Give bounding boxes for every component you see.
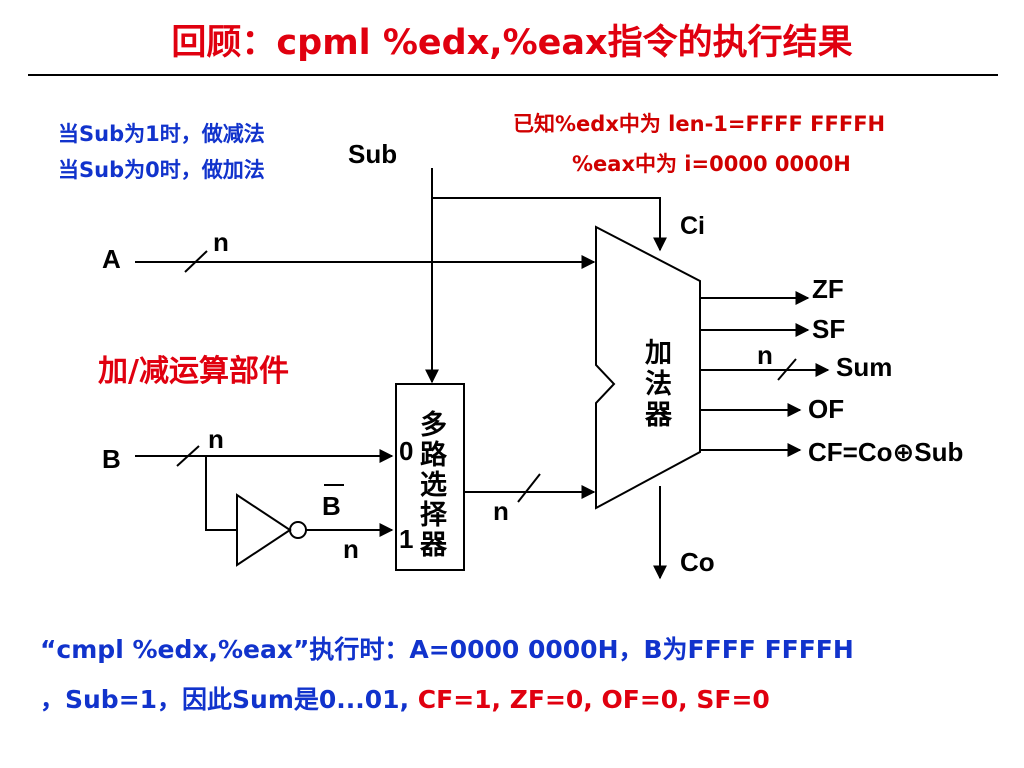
of-label: OF: [808, 394, 844, 424]
co-label: Co: [680, 547, 715, 577]
ci-wire: [432, 197, 667, 252]
slide-title: 回顾：cpml %edx,%eax指令的执行结果: [171, 23, 853, 63]
conclusion-result: ，Sub=1，因此Sum是0...01,: [40, 685, 418, 714]
adder-label: 加法器: [641, 338, 673, 431]
inverter: [236, 493, 292, 567]
mux-out-width-label: n: [493, 496, 509, 526]
conclusion-flags: CF=1, ZF=0, OF=0, SF=0: [417, 685, 770, 714]
cf-label: CF=Co⊕Sub: [808, 437, 963, 467]
b-label: B: [102, 444, 121, 474]
note-edx: 已知%edx中为 len-1=FFFF FFFFH: [513, 112, 886, 136]
conclusion-line-1: “cmpl %edx,%eax”执行时：A=0000 0000H，B为FFFF …: [40, 635, 854, 664]
sum-bus-slash: [777, 358, 797, 381]
b-width-label: n: [208, 424, 224, 454]
mux-bus-slash: [517, 473, 541, 503]
mux-input-0: 0: [399, 436, 413, 466]
sf-label: SF: [812, 314, 845, 344]
adder-block: [595, 225, 701, 510]
unit-label: 加/减运算部件: [98, 354, 289, 389]
inverter-bubble: [289, 521, 307, 539]
mux-input-1: 1: [399, 524, 413, 554]
note-sub-0: 当Sub为0时，做加法: [58, 158, 265, 182]
sum-label: Sum: [836, 352, 892, 382]
title-divider: [28, 74, 998, 76]
sub-label: Sub: [348, 139, 397, 169]
zf-label: ZF: [812, 274, 844, 304]
sum-width-label: n: [757, 340, 773, 370]
b-branch-wire: [205, 456, 237, 531]
note-eax: %eax中为 i=0000 0000H: [572, 152, 851, 176]
mux-label: 多路选择器: [416, 410, 448, 560]
a-width-label: n: [213, 227, 229, 257]
ci-label: Ci: [680, 212, 705, 240]
note-sub-1: 当Sub为1时，做减法: [58, 122, 265, 146]
b-bar-label: B: [322, 491, 341, 521]
a-bus-slash: [184, 250, 208, 273]
b-bus-slash: [176, 445, 200, 467]
b-bar-width-label: n: [343, 534, 359, 564]
a-label: A: [102, 244, 121, 274]
conclusion-line-2: ，Sub=1，因此Sum是0...01, CF=1, ZF=0, OF=0, S…: [40, 680, 770, 716]
mux-block: [395, 383, 465, 571]
